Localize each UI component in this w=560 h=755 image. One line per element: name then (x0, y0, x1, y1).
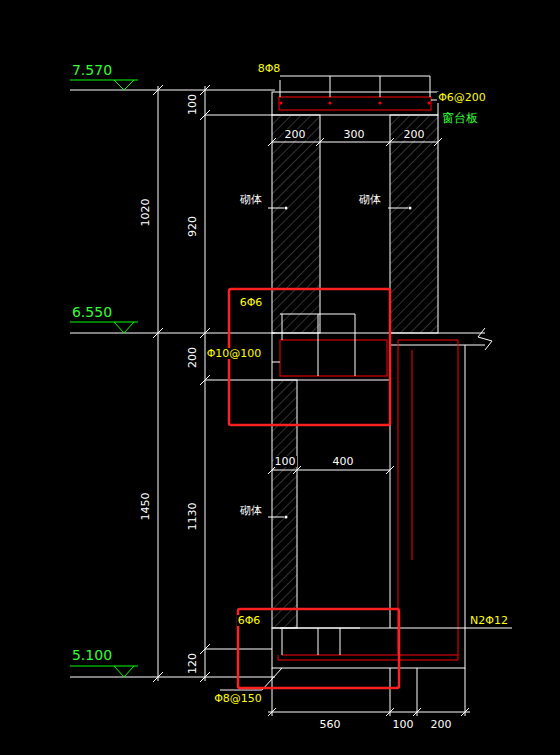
component-name: 窗台板 (441, 112, 479, 124)
rebar-note: Φ10@100 (206, 348, 263, 359)
dimension: 200 (403, 129, 426, 140)
elevation: 6.550 (71, 305, 113, 319)
rebar-note: 6Φ6 (239, 297, 264, 308)
dimension: 200 (187, 346, 198, 369)
dimension: 300 (343, 129, 366, 140)
rebar-note: Φ8@150 (213, 693, 263, 704)
elevation: 7.570 (71, 63, 113, 77)
rebar-note: 6Φ6 (237, 615, 262, 626)
dimension: 100 (274, 456, 297, 467)
dimension: 100 (187, 93, 198, 116)
dimension: 100 (392, 719, 415, 730)
dimension: 1130 (187, 501, 198, 531)
dimension: 200 (284, 129, 307, 140)
material-note: 砌体 (239, 505, 263, 516)
rebar-note: N2Φ12 (469, 615, 509, 626)
dimension: 120 (187, 652, 198, 675)
dimension: 1450 (140, 491, 151, 521)
rebar-note: Φ6@200 (437, 92, 487, 103)
dimension: 920 (187, 215, 198, 238)
elevation: 5.100 (71, 648, 113, 662)
dimension: 400 (332, 456, 355, 467)
dimension: 200 (430, 719, 453, 730)
dimension: 560 (319, 719, 342, 730)
material-note: 砌体 (239, 194, 263, 205)
dimension: 1020 (140, 197, 151, 227)
material-note: 砌体 (358, 194, 382, 205)
rebar-note: 8Φ8 (257, 63, 282, 74)
